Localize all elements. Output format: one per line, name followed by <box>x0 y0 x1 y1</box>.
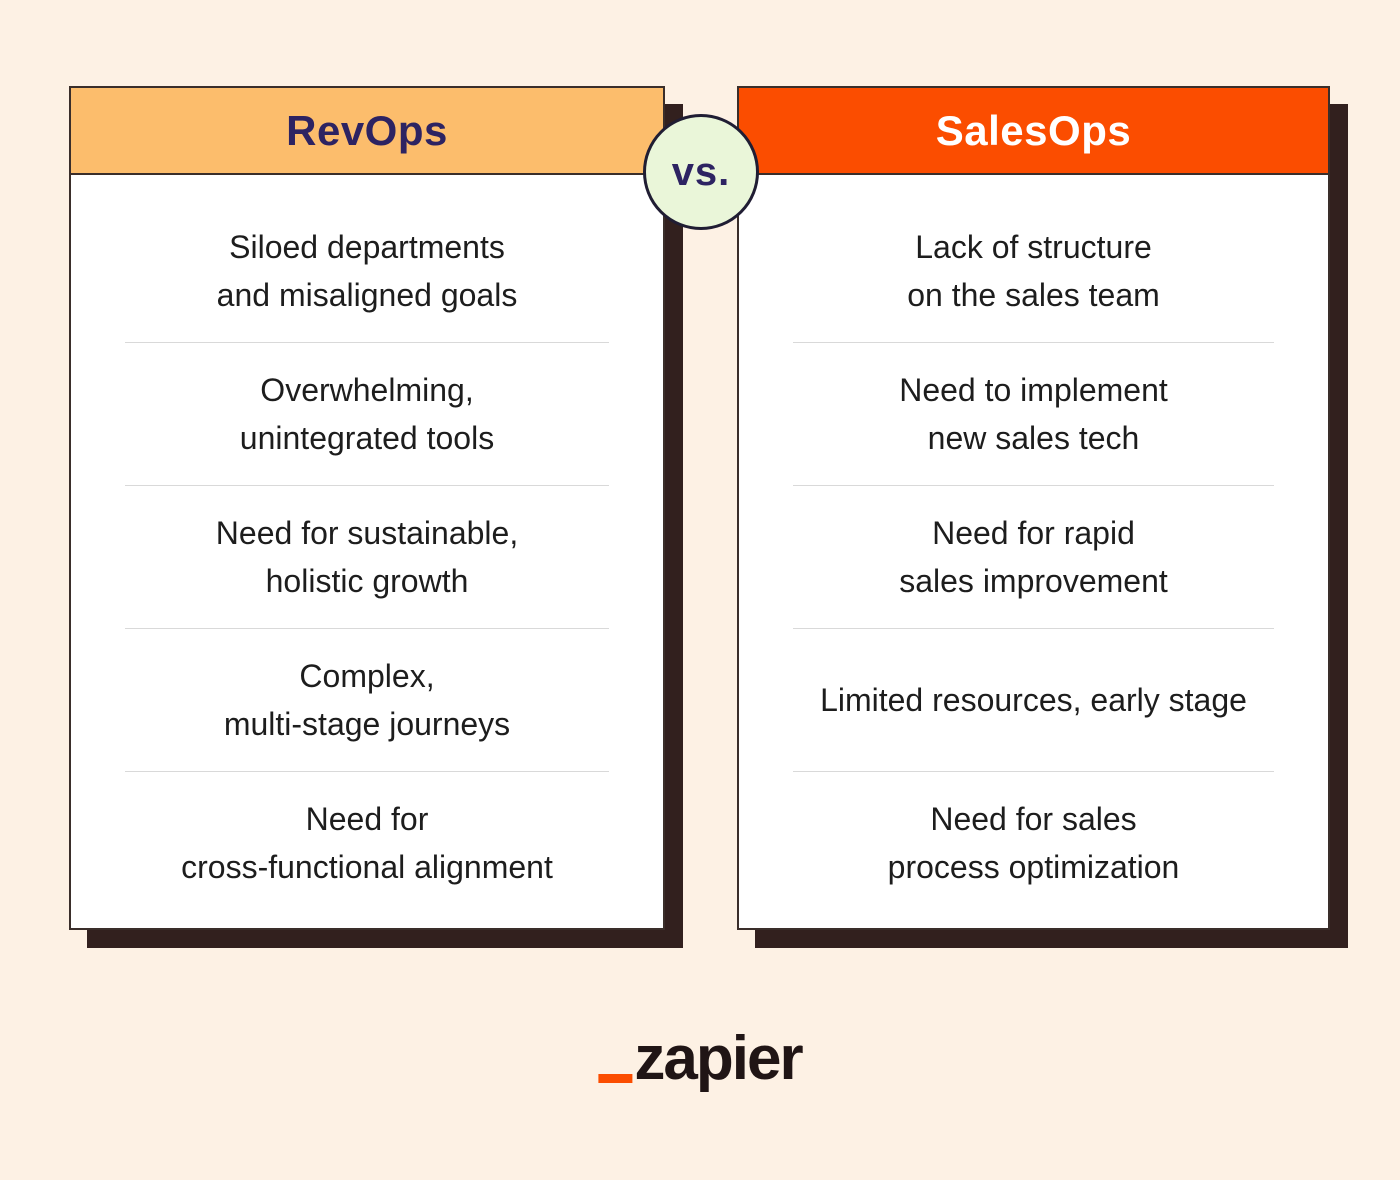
revops-card-body: Siloed departments and misaligned goals … <box>71 175 663 928</box>
list-item: Overwhelming, unintegrated tools <box>71 342 663 485</box>
list-item: Need for cross-functional alignment <box>71 771 663 914</box>
vs-badge: vs. <box>643 114 759 230</box>
revops-card-header: RevOps <box>71 88 663 175</box>
list-item: Siloed departments and misaligned goals <box>216 228 518 313</box>
zapier-logo: zapier <box>598 1024 804 1093</box>
revops-title: RevOps <box>286 106 448 154</box>
zapier-logo-underscore-icon <box>598 1074 633 1083</box>
list-item: Need for sustainable, holistic growth <box>71 485 663 628</box>
salesops-card: SalesOps Lack of structure on the sales … <box>737 86 1330 930</box>
list-item: Need for sales process optimization <box>739 771 1328 914</box>
revops-card: RevOps Siloed departments and misaligned… <box>69 86 665 930</box>
zapier-logo-text: zapier <box>634 1024 803 1093</box>
salesops-card-header: SalesOps <box>739 88 1328 175</box>
list-item: Complex, multi-stage journeys <box>71 628 663 771</box>
list-item: Need for rapid sales improvement <box>739 485 1328 628</box>
salesops-card-body: Lack of structure on the sales team Need… <box>739 175 1328 928</box>
list-item: Need to implement new sales tech <box>739 342 1328 485</box>
list-item: Limited resources, early stage <box>739 628 1328 771</box>
vs-badge-label: vs. <box>671 149 731 194</box>
list-item: Lack of structure on the sales team <box>907 228 1160 313</box>
salesops-title: SalesOps <box>935 106 1132 154</box>
